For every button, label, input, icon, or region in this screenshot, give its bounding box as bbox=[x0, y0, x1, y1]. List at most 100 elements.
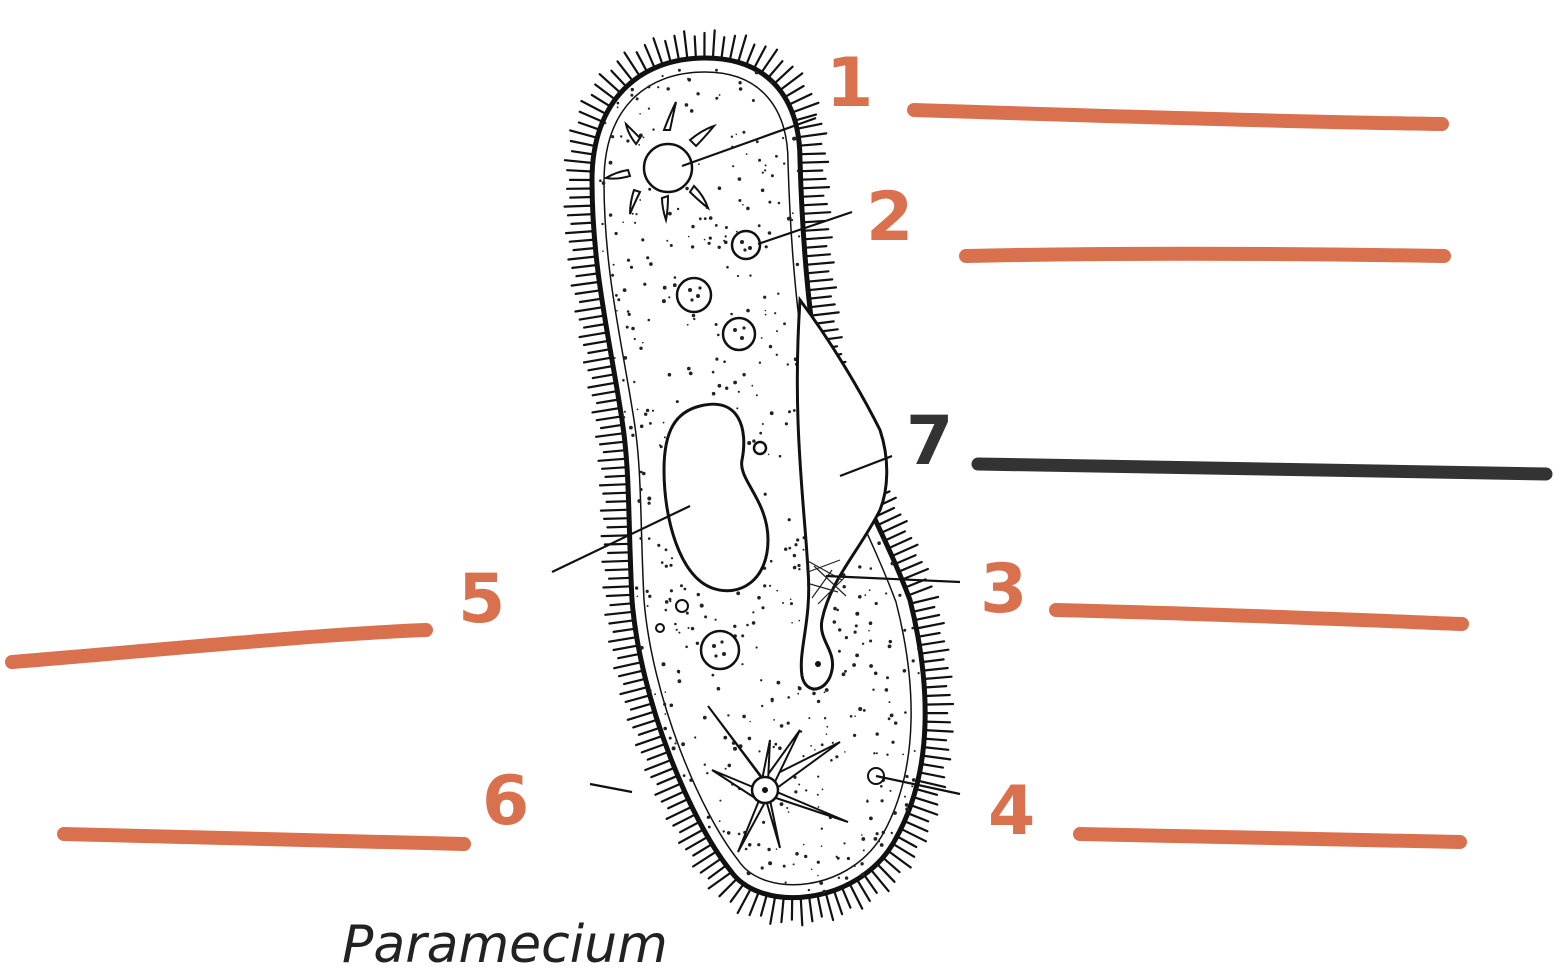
cilium bbox=[673, 814, 695, 825]
granule bbox=[725, 768, 727, 770]
granule bbox=[817, 875, 819, 877]
answer-line-5[interactable] bbox=[12, 630, 426, 662]
granule bbox=[640, 425, 644, 429]
granule bbox=[819, 881, 823, 885]
granule bbox=[674, 742, 676, 744]
granule bbox=[771, 174, 774, 177]
cilium bbox=[608, 552, 630, 553]
answer-line-6[interactable] bbox=[64, 834, 464, 844]
cilium bbox=[610, 603, 632, 605]
cilium bbox=[803, 229, 828, 231]
granule bbox=[798, 784, 800, 786]
granule bbox=[700, 604, 704, 608]
cilium bbox=[607, 595, 632, 596]
granule bbox=[623, 356, 627, 360]
cilium bbox=[878, 515, 901, 526]
granule bbox=[648, 595, 651, 598]
granule bbox=[776, 330, 778, 332]
granule bbox=[832, 742, 834, 744]
cilium bbox=[806, 262, 834, 264]
cilium bbox=[680, 822, 699, 832]
cilium bbox=[621, 687, 648, 694]
granule bbox=[678, 679, 682, 683]
granule bbox=[767, 848, 770, 851]
cilium bbox=[636, 736, 662, 745]
cilium bbox=[599, 459, 627, 461]
cilium bbox=[580, 299, 602, 302]
granule bbox=[609, 213, 612, 216]
granule bbox=[893, 811, 897, 815]
granule bbox=[798, 568, 800, 570]
granule bbox=[614, 357, 616, 359]
granule bbox=[845, 876, 848, 879]
granule bbox=[780, 724, 784, 728]
granule bbox=[756, 140, 759, 143]
granule bbox=[749, 721, 751, 723]
granule bbox=[787, 363, 789, 365]
granule bbox=[615, 294, 618, 297]
granule bbox=[648, 319, 651, 322]
granule bbox=[798, 687, 802, 691]
granule bbox=[822, 789, 824, 791]
granule bbox=[758, 224, 761, 227]
granule bbox=[738, 199, 741, 202]
answer-line-4[interactable] bbox=[1080, 834, 1460, 842]
granule bbox=[669, 564, 672, 567]
granule bbox=[765, 310, 767, 312]
cilium bbox=[924, 747, 949, 750]
granule bbox=[688, 236, 690, 238]
cilium bbox=[885, 531, 905, 540]
granule bbox=[698, 163, 700, 165]
granule bbox=[742, 204, 744, 206]
granule bbox=[764, 493, 767, 496]
granule bbox=[886, 754, 888, 756]
granule bbox=[652, 128, 654, 130]
granule bbox=[774, 312, 776, 314]
granule bbox=[761, 337, 763, 339]
cilium bbox=[908, 813, 928, 821]
granule bbox=[748, 737, 752, 741]
granule bbox=[821, 828, 823, 830]
cilium bbox=[893, 844, 914, 857]
granule bbox=[685, 187, 688, 190]
granule bbox=[769, 345, 772, 348]
granule bbox=[615, 232, 618, 235]
granule bbox=[889, 701, 891, 703]
granule bbox=[664, 713, 666, 715]
cilium bbox=[600, 442, 625, 445]
granule bbox=[635, 586, 638, 589]
cilium bbox=[631, 704, 652, 710]
granule bbox=[751, 385, 753, 387]
cilium bbox=[892, 545, 918, 556]
granule bbox=[918, 672, 920, 674]
cilium bbox=[596, 433, 624, 437]
answer-line-2[interactable] bbox=[966, 254, 1444, 256]
granule bbox=[623, 288, 627, 292]
granule bbox=[634, 338, 636, 340]
granule bbox=[718, 246, 721, 249]
answer-line-3[interactable] bbox=[1056, 610, 1462, 624]
granule bbox=[808, 889, 810, 891]
granule bbox=[629, 426, 633, 430]
granule bbox=[622, 379, 625, 382]
granule bbox=[773, 746, 775, 748]
cilium bbox=[810, 304, 835, 307]
cilium bbox=[881, 521, 906, 533]
cilium bbox=[924, 686, 946, 687]
granule bbox=[601, 223, 603, 225]
granule bbox=[709, 216, 713, 220]
cilium bbox=[658, 776, 678, 785]
answer-line-7[interactable] bbox=[978, 464, 1546, 474]
granule bbox=[739, 87, 743, 91]
granule bbox=[741, 663, 743, 665]
cilium bbox=[611, 71, 626, 87]
granule bbox=[761, 189, 765, 193]
granule bbox=[792, 212, 794, 214]
answer-line-1[interactable] bbox=[914, 110, 1442, 124]
granule bbox=[904, 711, 907, 714]
cilium bbox=[913, 607, 935, 612]
granule bbox=[880, 785, 883, 788]
granule bbox=[623, 416, 625, 418]
granule bbox=[875, 602, 878, 605]
granule bbox=[676, 400, 679, 403]
